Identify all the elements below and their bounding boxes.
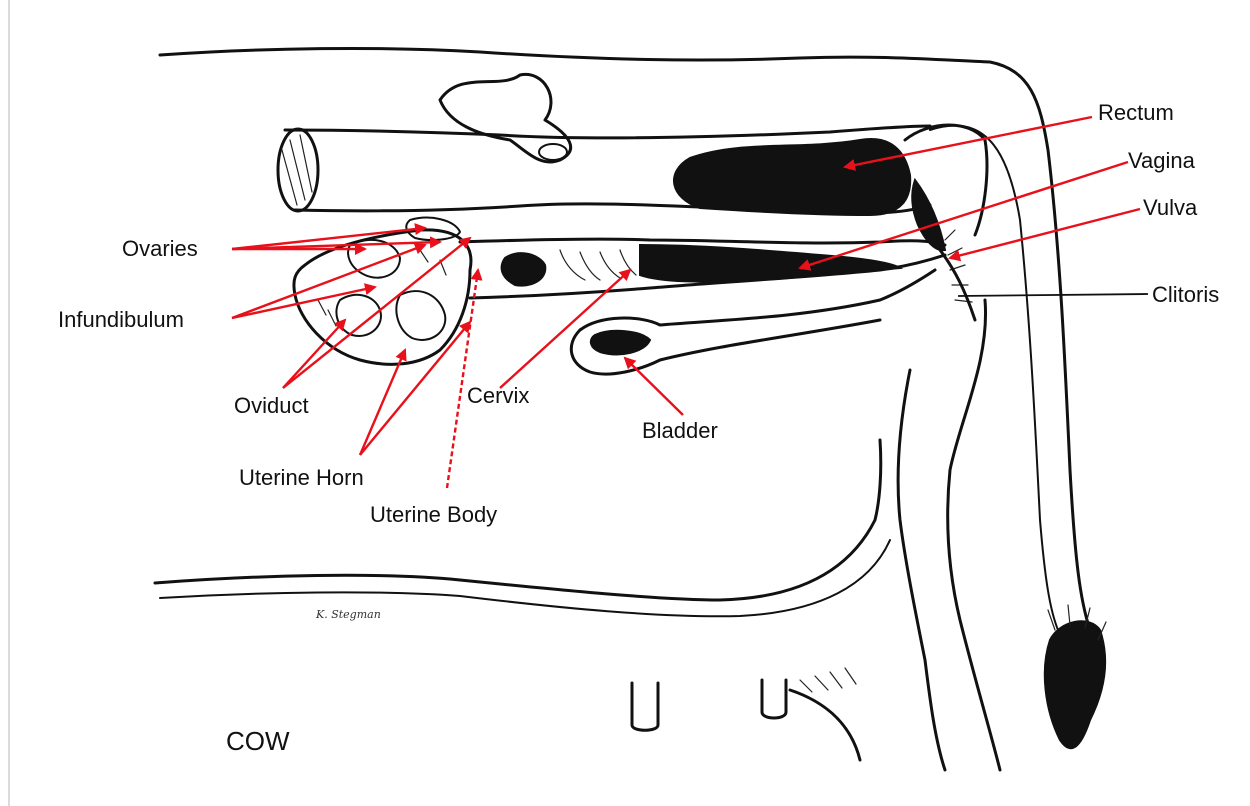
arrow-uterine-body — [447, 270, 478, 488]
rectum-tube — [278, 74, 987, 235]
label-ovaries: Ovaries — [122, 236, 198, 261]
label-cervix: Cervix — [467, 383, 529, 408]
label-vagina: Vagina — [1128, 148, 1196, 173]
tail-switch — [1045, 605, 1106, 748]
label-uterine-body: Uterine Body — [370, 502, 497, 527]
label-rectum: Rectum — [1098, 100, 1174, 125]
arrow-bladder — [625, 358, 683, 415]
label-clitoris: Clitoris — [1152, 282, 1219, 307]
label-bladder: Bladder — [642, 418, 718, 443]
arrow-uterine-horn-1 — [360, 350, 405, 455]
label-infundibulum: Infundibulum — [58, 307, 184, 332]
label-uterine-horn: Uterine Horn — [239, 465, 364, 490]
label-oviduct: Oviduct — [234, 393, 309, 418]
arrow-cervix — [500, 270, 630, 388]
clitoris-leader-line — [958, 294, 1148, 296]
label-vulva: Vulva — [1143, 195, 1198, 220]
artist-signature: K. Stegman — [315, 608, 381, 621]
arrow-uterine-horn-2 — [360, 322, 470, 455]
arrow-vulva — [950, 209, 1140, 258]
caption-cow: COW — [226, 726, 290, 756]
